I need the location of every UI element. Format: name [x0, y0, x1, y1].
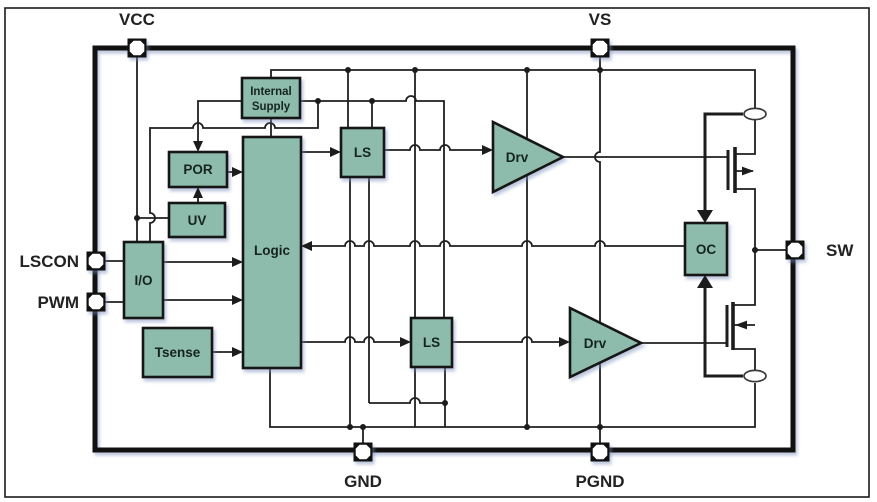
ls-low-box — [409, 316, 454, 369]
internal-supply-box — [240, 76, 302, 120]
high-side-mosfet-icon — [726, 120, 756, 306]
drv-low-triangle-icon — [568, 305, 644, 380]
io-label: I/O — [134, 273, 152, 288]
arrow-por-to-logic — [232, 167, 243, 177]
wire-oc-top-sense — [703, 112, 743, 212]
tsense-box — [141, 326, 214, 379]
wires — [105, 56, 786, 443]
junction-dots — [134, 67, 758, 430]
arrow-uv-to-por — [193, 187, 203, 198]
arrowheads — [193, 141, 713, 357]
arrow-ls-high-to-drv — [482, 145, 493, 155]
internal-supply-label-1: Internal — [250, 86, 292, 98]
block-io: I/O — [122, 240, 165, 320]
lscon-label: LSCON — [20, 252, 80, 271]
arrow-tsense-to-logic — [232, 347, 243, 357]
logic-box — [241, 135, 303, 370]
figure-frame — [4, 7, 870, 498]
arrow-io-to-logic-1 — [232, 257, 243, 267]
pin-vs — [590, 38, 610, 58]
arrow-logic-to-ls-high — [330, 147, 341, 157]
drv-high-triangle-icon — [491, 119, 566, 195]
drv-low-label: Drv — [584, 336, 607, 351]
block-por: POR — [167, 150, 229, 189]
sense-ellipse-top-icon — [743, 107, 767, 121]
wire-top-bus — [270, 69, 756, 108]
block-tsense: Tsense — [141, 326, 214, 379]
ls-low-label: LS — [423, 335, 440, 350]
wire-logic-to-ls-low — [301, 336, 402, 343]
drv-high-label: Drv — [506, 150, 529, 165]
block-uv: UV — [167, 201, 227, 239]
arrow-oc-bottom — [697, 275, 713, 288]
io-box — [122, 240, 165, 320]
wire-oc-bottom-sense — [703, 286, 743, 378]
block-drv-high: Drv — [491, 119, 566, 195]
tsense-label: Tsense — [155, 345, 201, 360]
pin-pwm — [86, 292, 106, 312]
vs-label: VS — [589, 10, 612, 29]
pgnd-label: PGND — [575, 472, 624, 491]
pwm-label: PWM — [37, 293, 79, 312]
internal-supply-label-2: Supply — [252, 101, 291, 113]
ls-high-label: LS — [354, 145, 371, 160]
vcc-label: VCC — [119, 10, 155, 29]
wire-ground-bus — [269, 368, 756, 428]
uv-label: UV — [188, 213, 207, 228]
low-side-mosfet-icon — [725, 302, 756, 370]
wire-oc-feedback — [310, 240, 685, 247]
block-ls-low: LS — [409, 316, 454, 369]
wire-ls-high-to-drv — [384, 144, 484, 151]
arrow-ls-low-to-drv — [559, 337, 570, 347]
arrow-supply-to-por — [193, 141, 203, 152]
arrow-logic-to-ls-low — [400, 337, 411, 347]
gnd-label: GND — [344, 472, 382, 491]
pin-sw — [785, 240, 805, 260]
sense-ellipse-bottom-icon — [743, 369, 767, 383]
pin-lscon — [86, 251, 106, 271]
pin-gnd — [353, 442, 373, 462]
wire-internal-supply-right — [300, 95, 445, 318]
arrow-io-to-logic-2 — [232, 295, 243, 305]
wire-internal-supply-to-por — [197, 100, 242, 143]
wire-vs-down — [594, 56, 601, 443]
oc-sense-wires — [703, 112, 743, 378]
pin-vcc — [127, 38, 147, 58]
oc-label: OC — [696, 242, 717, 257]
wire-ls-low-to-drv — [452, 336, 561, 343]
block-ls-high: LS — [339, 126, 386, 179]
arrow-oc-top — [697, 210, 713, 223]
arrow-oc-to-logic — [301, 241, 312, 251]
logic-label: Logic — [254, 243, 290, 258]
uv-box — [167, 201, 227, 239]
pin-labels: VCC VS LSCON PWM SW GND PGND — [20, 10, 855, 491]
block-logic: Logic — [241, 135, 303, 370]
block-oc: OC — [683, 221, 729, 277]
pin-pgnd — [590, 442, 610, 462]
block-internal-supply: Internal Supply — [240, 76, 302, 120]
wire-jog-403 — [369, 397, 445, 404]
oc-box — [683, 221, 729, 277]
por-label: POR — [183, 162, 213, 177]
ls-high-box — [339, 126, 386, 179]
sw-label: SW — [826, 241, 854, 260]
block-drv-low: Drv — [568, 305, 644, 380]
